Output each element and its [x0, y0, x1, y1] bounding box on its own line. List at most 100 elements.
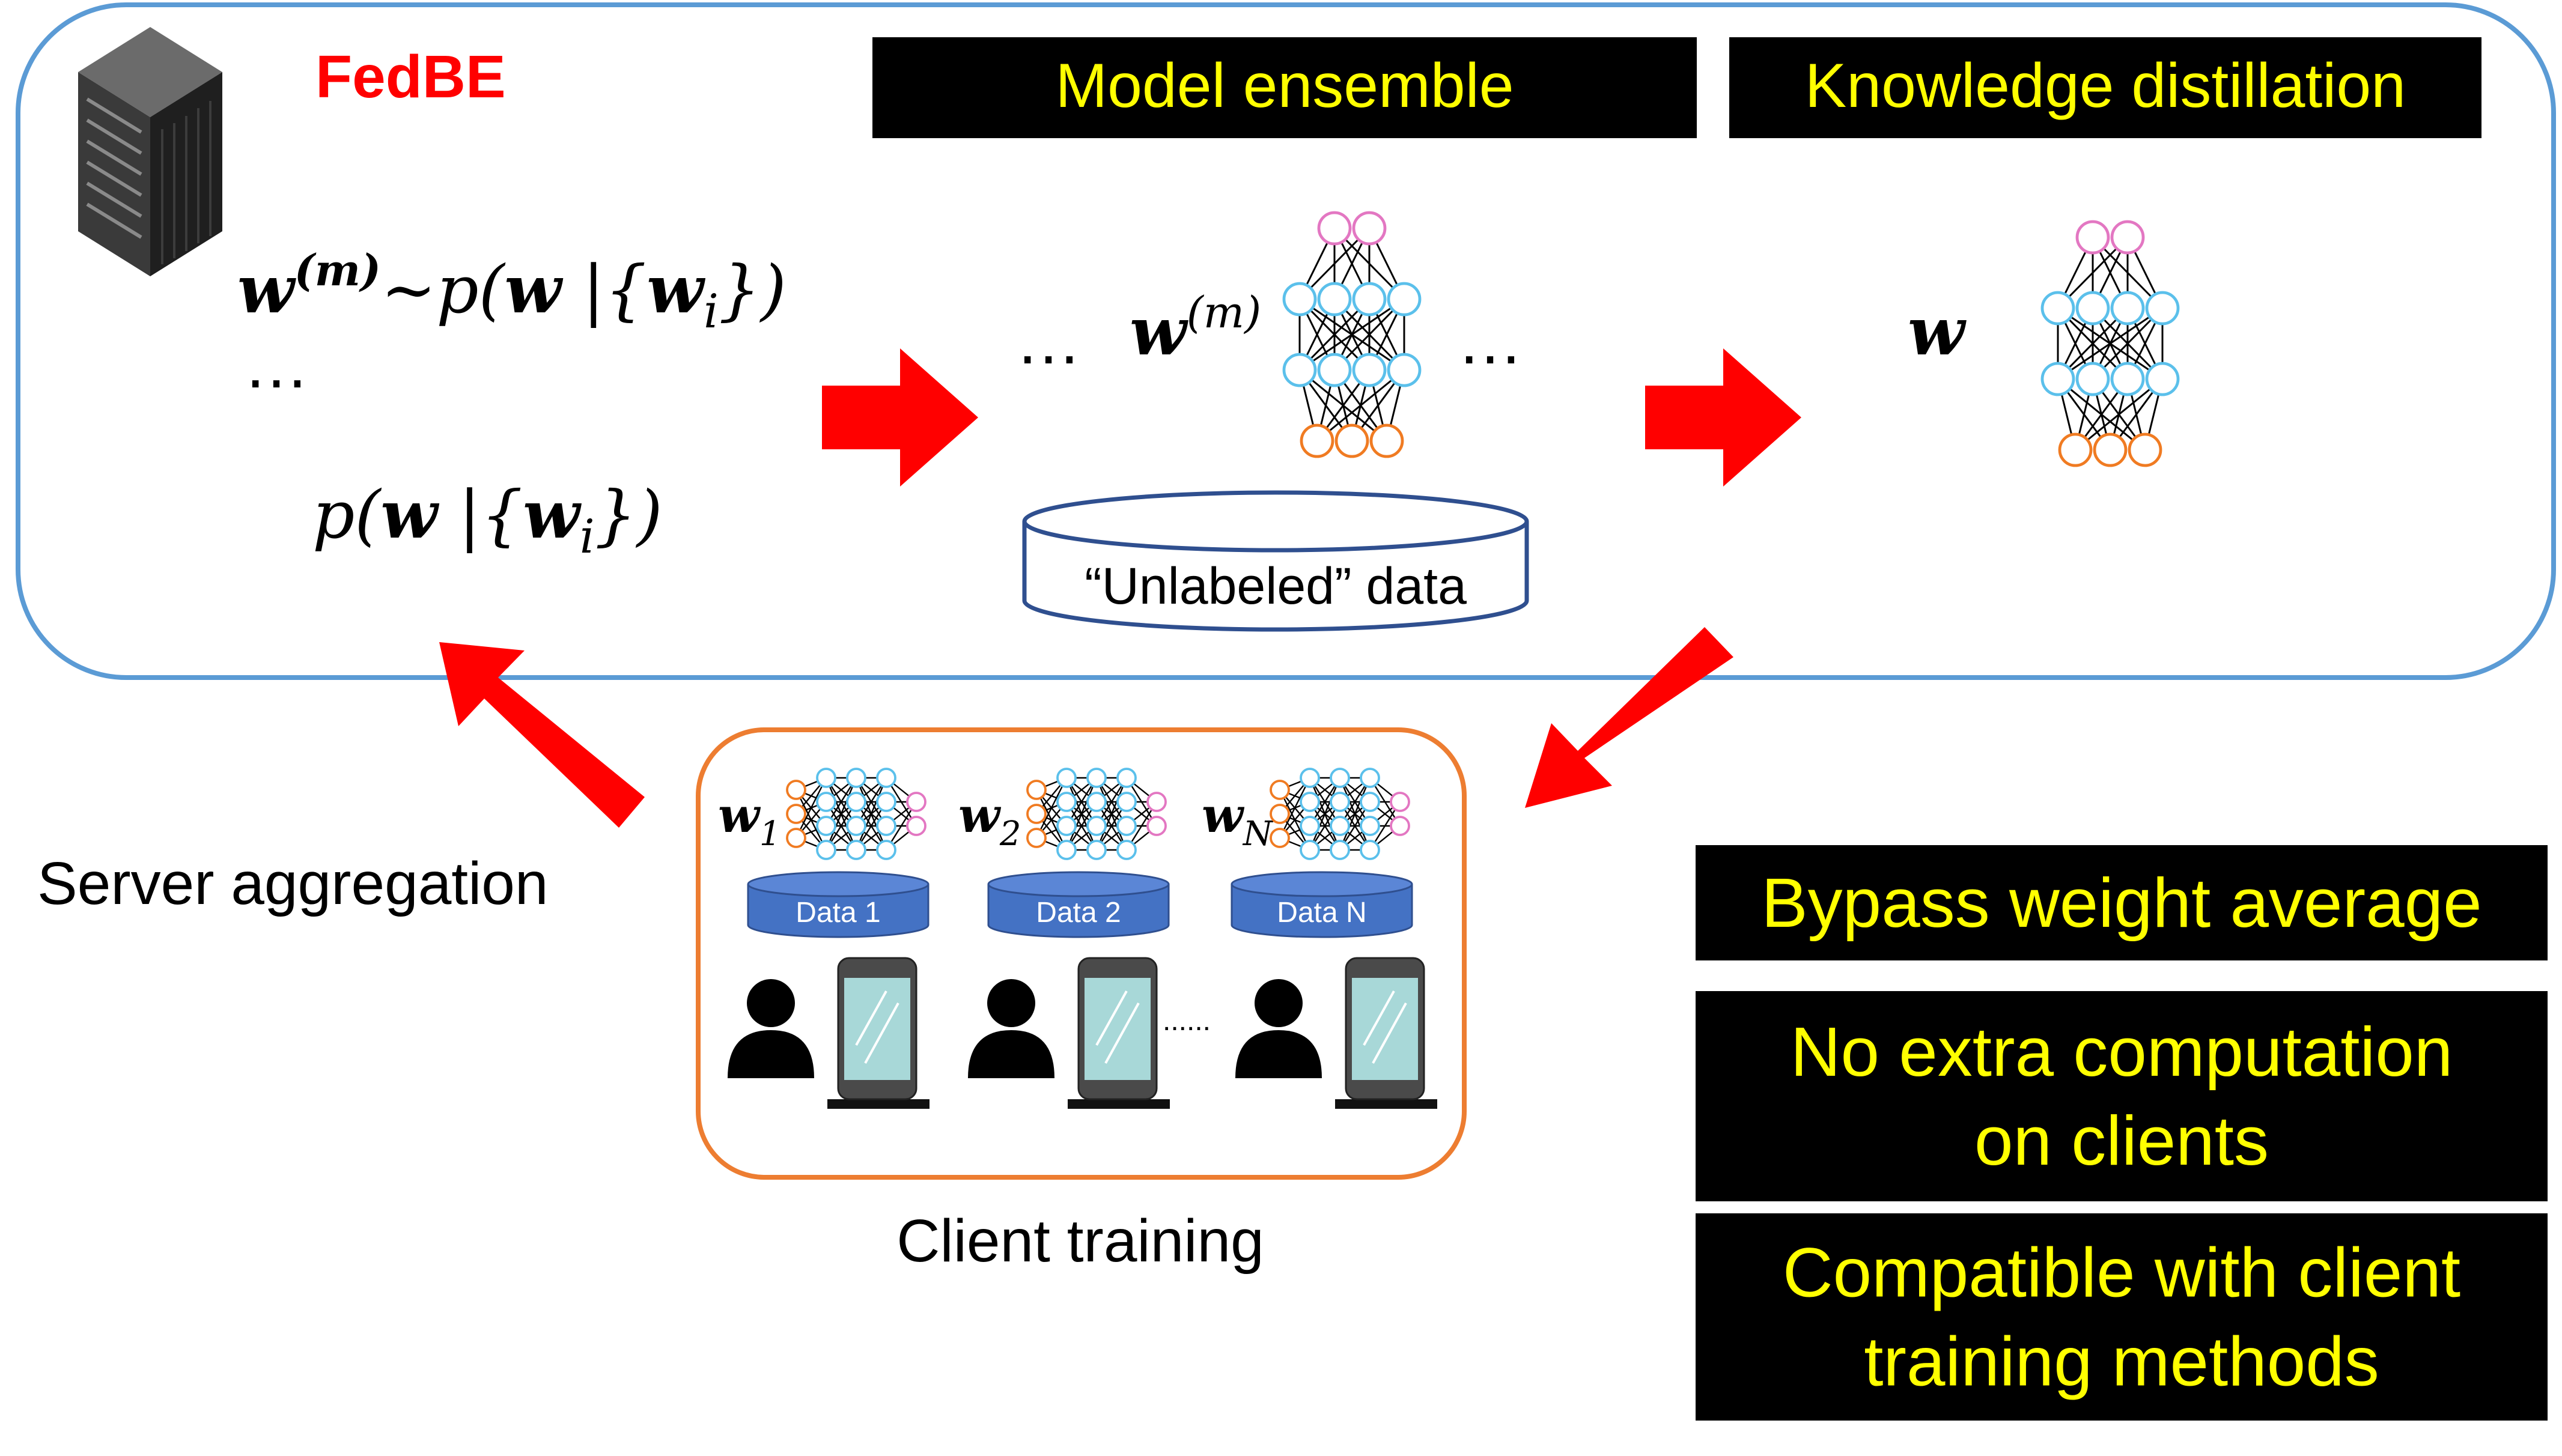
person-icon [968, 979, 1054, 1078]
network-node [1086, 792, 1107, 812]
network-edge [2075, 378, 2163, 451]
model-ensemble-header: Model ensemble [1055, 51, 1514, 121]
client-sub: N [1242, 814, 1274, 854]
network-node [1056, 768, 1077, 788]
smartphone-icon [1335, 957, 1437, 1109]
network-node [786, 804, 806, 824]
network-node [1360, 768, 1380, 788]
server-panel [16, 2, 2556, 680]
network-node [2145, 291, 2180, 326]
posterior-i: i [580, 510, 595, 564]
feature-box: No extra computation on clients [1696, 991, 2548, 1201]
network-node [876, 840, 896, 860]
network-node [1387, 282, 1422, 317]
ensemble-m: (m) [1187, 287, 1261, 338]
network-node [1387, 353, 1422, 387]
network-node [2075, 362, 2110, 396]
network-node [1086, 768, 1107, 788]
formula-close: }) [719, 251, 787, 328]
network-edge [1035, 777, 1068, 839]
network-node [1317, 211, 1352, 246]
smartphone-icon [1068, 957, 1170, 1109]
client-training-label: Client training [896, 1207, 1264, 1275]
formula-bar: |{ [561, 251, 647, 328]
network-node [876, 768, 896, 788]
network-node [1360, 792, 1380, 812]
network-node [846, 816, 866, 836]
client-data-cylinder [1231, 871, 1413, 938]
network-node [1300, 840, 1320, 860]
network-node [906, 816, 927, 836]
network-node [1369, 423, 1404, 458]
network-node [1360, 816, 1380, 836]
posterior-wi: w [523, 476, 582, 553]
network-node [1317, 282, 1352, 317]
person-icon [1235, 979, 1322, 1078]
network-node [1056, 792, 1077, 812]
network-edge [2057, 307, 2163, 380]
network-node [2145, 362, 2180, 396]
network-node [1270, 780, 1290, 800]
posterior-close: }) [595, 476, 663, 553]
network-node [1056, 840, 1077, 860]
network-edge [1316, 369, 1405, 442]
network-edge [795, 777, 827, 839]
network-node [1390, 816, 1410, 836]
posterior-w: w [380, 476, 439, 553]
network-node [1116, 768, 1137, 788]
network-node [1300, 423, 1334, 458]
feature-text: on clients [1974, 1102, 2269, 1180]
fedbe-title: FedBE [315, 43, 506, 111]
arrow-to-clients [1525, 627, 1733, 808]
network-node [846, 792, 866, 812]
client-network-icon [1270, 768, 1410, 860]
client-weight-label: wN [1202, 787, 1274, 854]
network-node [1360, 840, 1380, 860]
unlabeled-data-cylinder [1022, 490, 1529, 632]
network-edge [1339, 777, 1371, 851]
network-node [816, 768, 836, 788]
network-node [816, 816, 836, 836]
network-node [1146, 816, 1167, 836]
feature-box: Bypass weight average [1696, 845, 2548, 960]
network-edge [1279, 777, 1311, 839]
network-node [1026, 828, 1047, 848]
model-ensemble-header-box [872, 37, 1697, 138]
network-node [2110, 362, 2145, 396]
network-edge [1065, 777, 1098, 851]
client-w: w [958, 787, 1002, 843]
network-node [1056, 816, 1077, 836]
network-node [2040, 362, 2075, 396]
network-node [786, 780, 806, 800]
network-node [1270, 828, 1290, 848]
client-sub: 2 [999, 814, 1021, 854]
network-node [1334, 423, 1369, 458]
ensemble-network-icon [1282, 211, 1422, 458]
posterior-p: p( [312, 476, 382, 553]
network-node [1300, 792, 1320, 812]
feature-box-bg [1696, 845, 2548, 960]
ensemble-w: w [1130, 293, 1188, 370]
feature-text: No extra computation [1791, 1013, 2453, 1091]
client-w: w [718, 787, 761, 843]
client-w: w [1202, 787, 1245, 843]
network-node [2040, 291, 2075, 326]
client-data-cylinder [987, 871, 1170, 938]
server-aggregation-label: Server aggregation [37, 850, 549, 917]
network-node [786, 828, 806, 848]
network-edge [1309, 777, 1341, 851]
client-data-cylinder [747, 871, 930, 938]
client-sub: 1 [759, 814, 781, 854]
sampling-formula: w(m)~p(w |{wi}) [237, 244, 787, 339]
network-node [1086, 816, 1107, 836]
client-data-label: Data 2 [1036, 897, 1121, 929]
network-node [1317, 353, 1352, 387]
client-weight-label: w2 [958, 787, 1021, 854]
network-node [1146, 792, 1167, 812]
formula-i: i [704, 285, 719, 339]
distilled-network-icon [2040, 220, 2180, 467]
